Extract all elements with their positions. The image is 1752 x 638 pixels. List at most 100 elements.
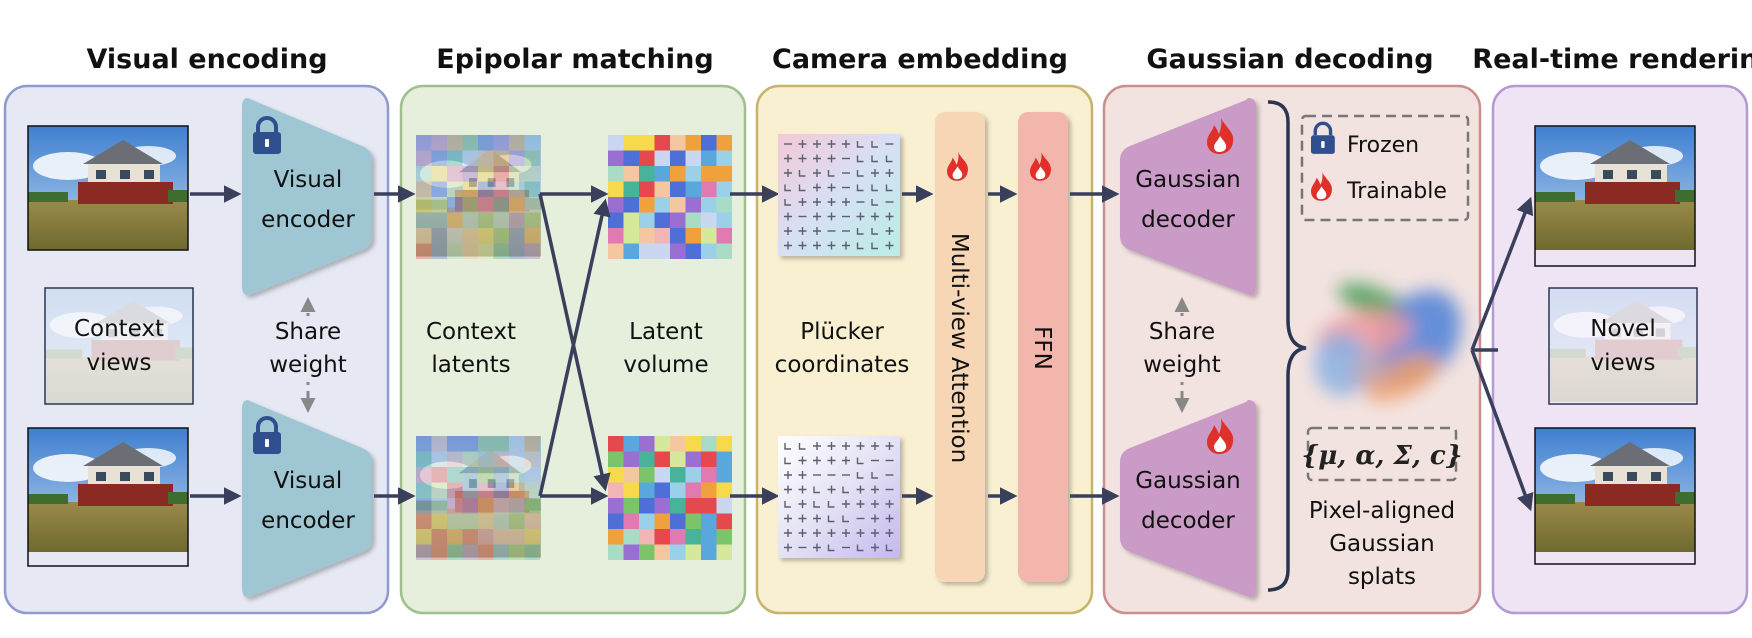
latent-cell xyxy=(462,529,478,545)
gaussian-decoder-bottom-label-2: decoder xyxy=(1141,508,1235,534)
latent-cell xyxy=(431,436,447,452)
volume-cell xyxy=(716,197,732,213)
context-views-label-2: views xyxy=(87,350,152,376)
context-latent-bottom xyxy=(416,436,541,560)
volume-cell xyxy=(701,135,717,151)
latent-cell xyxy=(509,451,525,467)
latent-cell xyxy=(462,436,478,452)
plucker-mark xyxy=(871,514,879,523)
legend-frozen-label: Frozen xyxy=(1347,133,1419,158)
plucker-mark xyxy=(885,241,894,250)
volume-cell xyxy=(701,482,717,498)
plucker-mark xyxy=(856,184,864,192)
latent-cell xyxy=(431,513,447,529)
plucker-mark xyxy=(871,485,879,494)
plucker-mark xyxy=(842,529,850,537)
latent-cell xyxy=(431,467,447,483)
plucker-mark xyxy=(871,228,878,235)
latent-cell xyxy=(447,467,463,483)
plucker-mark xyxy=(827,529,836,537)
plucker-mark xyxy=(856,472,864,479)
volume-cell xyxy=(608,197,624,213)
volume-cell xyxy=(670,451,686,467)
volume-cell xyxy=(701,498,717,514)
volume-cell xyxy=(701,467,717,483)
volume-cell xyxy=(608,166,624,182)
plucker-mark xyxy=(871,141,878,148)
latent-cell xyxy=(524,482,540,498)
latent-cell xyxy=(431,529,447,545)
latent-cell xyxy=(493,529,509,545)
section-title-gaussian-decoding: Gaussian decoding xyxy=(1146,44,1433,75)
volume-cell xyxy=(701,181,717,197)
volume-cell xyxy=(685,529,701,545)
latent-cell xyxy=(493,228,509,244)
plucker-mark xyxy=(827,241,836,250)
plucker-map-bottom xyxy=(778,436,900,558)
latent-cell xyxy=(478,467,494,483)
latent-cell xyxy=(509,544,525,560)
latent-cell xyxy=(462,482,478,498)
latent-volume-bottom xyxy=(608,436,732,560)
visual-encoder-bottom-label-2: encoder xyxy=(261,508,355,534)
gaussian-decoder-top-label-1: Gaussian xyxy=(1135,167,1241,193)
latent-cell xyxy=(462,166,478,182)
latent-cell xyxy=(447,513,463,529)
latent-cell xyxy=(478,135,494,151)
volume-cell xyxy=(670,243,686,259)
plucker-label-2: coordinates xyxy=(775,352,910,378)
latent-cell xyxy=(431,482,447,498)
plucker-mark xyxy=(856,228,864,235)
latent-cell xyxy=(524,135,540,151)
volume-cell xyxy=(608,451,624,467)
latent-cell xyxy=(493,451,509,467)
latent-cell xyxy=(509,166,525,182)
plucker-mark xyxy=(856,155,864,163)
plucker-mark xyxy=(827,501,835,508)
plucker-mark xyxy=(798,443,806,450)
volume-cell xyxy=(654,467,670,483)
plucker-mark xyxy=(784,514,792,523)
plucker-mark xyxy=(885,212,894,221)
volume-cell xyxy=(701,544,717,560)
volume-cell xyxy=(716,544,732,560)
latent-cell xyxy=(416,529,432,545)
volume-cell xyxy=(685,467,701,483)
latent-cell xyxy=(509,436,525,452)
latent-cell xyxy=(509,482,525,498)
plucker-mark xyxy=(871,199,878,206)
latent-cell xyxy=(509,243,525,259)
plucker-mark xyxy=(798,485,807,494)
volume-cell xyxy=(608,150,624,166)
volume-cell xyxy=(623,513,639,529)
volume-cell xyxy=(654,436,670,452)
volume-cell xyxy=(623,436,639,452)
volume-cell xyxy=(670,135,686,151)
visual-encoder-top-label-1: Visual xyxy=(274,167,343,193)
latent-cell xyxy=(431,135,447,151)
latent-cell xyxy=(478,197,494,213)
latent-cell xyxy=(524,513,540,529)
volume-cell xyxy=(608,212,624,228)
latent-cell xyxy=(524,166,540,182)
plucker-mark xyxy=(827,485,836,494)
volume-cell xyxy=(639,243,655,259)
latent-cell xyxy=(509,228,525,244)
latent-cell xyxy=(509,197,525,213)
plucker-mark xyxy=(813,501,820,508)
volume-cell xyxy=(608,243,624,259)
latent-cell xyxy=(524,467,540,483)
plucker-mark xyxy=(842,140,850,148)
volume-cell xyxy=(639,197,655,213)
latent-cell xyxy=(431,197,447,213)
plucker-mark xyxy=(871,184,878,192)
plucker-mark xyxy=(813,486,820,494)
latent-cell xyxy=(447,150,463,166)
visual-encoder-bottom-label-1: Visual xyxy=(274,468,343,494)
volume-cell xyxy=(670,482,686,498)
plucker-mark xyxy=(871,155,878,163)
latent-cell xyxy=(416,243,432,259)
plucker-mark xyxy=(813,183,821,192)
latent-cell xyxy=(416,197,432,213)
latent-cell xyxy=(509,150,525,166)
